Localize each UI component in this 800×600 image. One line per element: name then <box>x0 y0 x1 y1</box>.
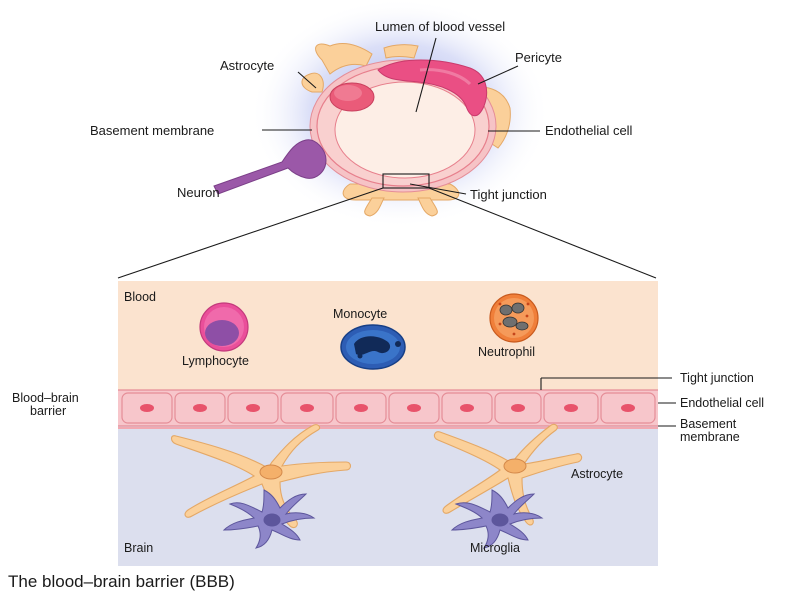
label-lumen: Lumen of blood vessel <box>375 19 505 34</box>
label-neutrophil: Neutrophil <box>478 345 535 359</box>
label-endothelial-bottom: Endothelial cell <box>680 396 764 410</box>
lymphocyte-cell <box>199 302 249 352</box>
endothelial-row <box>118 389 658 429</box>
astrocyte-cell-right <box>433 423 583 526</box>
monocyte-cell <box>340 324 406 370</box>
label-bbb-line2: barrier <box>30 404 66 418</box>
label-astrocyte-top: Astrocyte <box>220 58 274 73</box>
astrocyte-cell-left <box>170 424 352 529</box>
label-basement-membrane-top: Basement membrane <box>90 123 214 138</box>
label-basement-line1: Basement <box>680 417 737 431</box>
label-astrocyte-bottom: Astrocyte <box>571 467 623 481</box>
microglia-cell-right <box>450 489 544 549</box>
nucleus-highlight <box>334 85 362 101</box>
tight-junction-box <box>382 173 430 189</box>
neuron-shape <box>213 139 327 195</box>
bbb-detail-panel <box>118 281 672 566</box>
label-bbb-line1: Blood–brain <box>12 391 79 405</box>
label-lymphocyte: Lymphocyte <box>182 354 249 368</box>
label-blood: Blood <box>124 290 156 304</box>
label-microglia: Microglia <box>470 541 520 555</box>
top-leader-lines <box>262 37 540 195</box>
label-brain: Brain <box>124 541 153 555</box>
astrocyte-nucleus-right <box>503 458 527 474</box>
label-basement-line2: membrane <box>680 430 740 444</box>
bottom-leader-lines <box>658 402 676 427</box>
pericyte-highlight <box>419 68 472 86</box>
neutrophil-cell <box>489 293 539 343</box>
vessel-cross-section <box>213 0 550 228</box>
astrocyte-nucleus-left <box>259 464 283 480</box>
label-neuron: Neuron <box>177 185 220 200</box>
label-tight-junction-top: Tight junction <box>470 187 547 202</box>
microglia-cell-left <box>222 489 316 549</box>
label-pericyte: Pericyte <box>515 50 562 65</box>
figure-caption: The blood–brain barrier (BBB) <box>8 572 235 591</box>
label-endothelial-top: Endothelial cell <box>545 123 633 138</box>
vessel-lumen <box>334 81 476 179</box>
zoom-lines <box>117 187 657 279</box>
pericyte-shape <box>377 59 488 117</box>
label-monocyte: Monocyte <box>333 307 387 321</box>
label-tight-junction-bottom: Tight junction <box>680 371 754 385</box>
